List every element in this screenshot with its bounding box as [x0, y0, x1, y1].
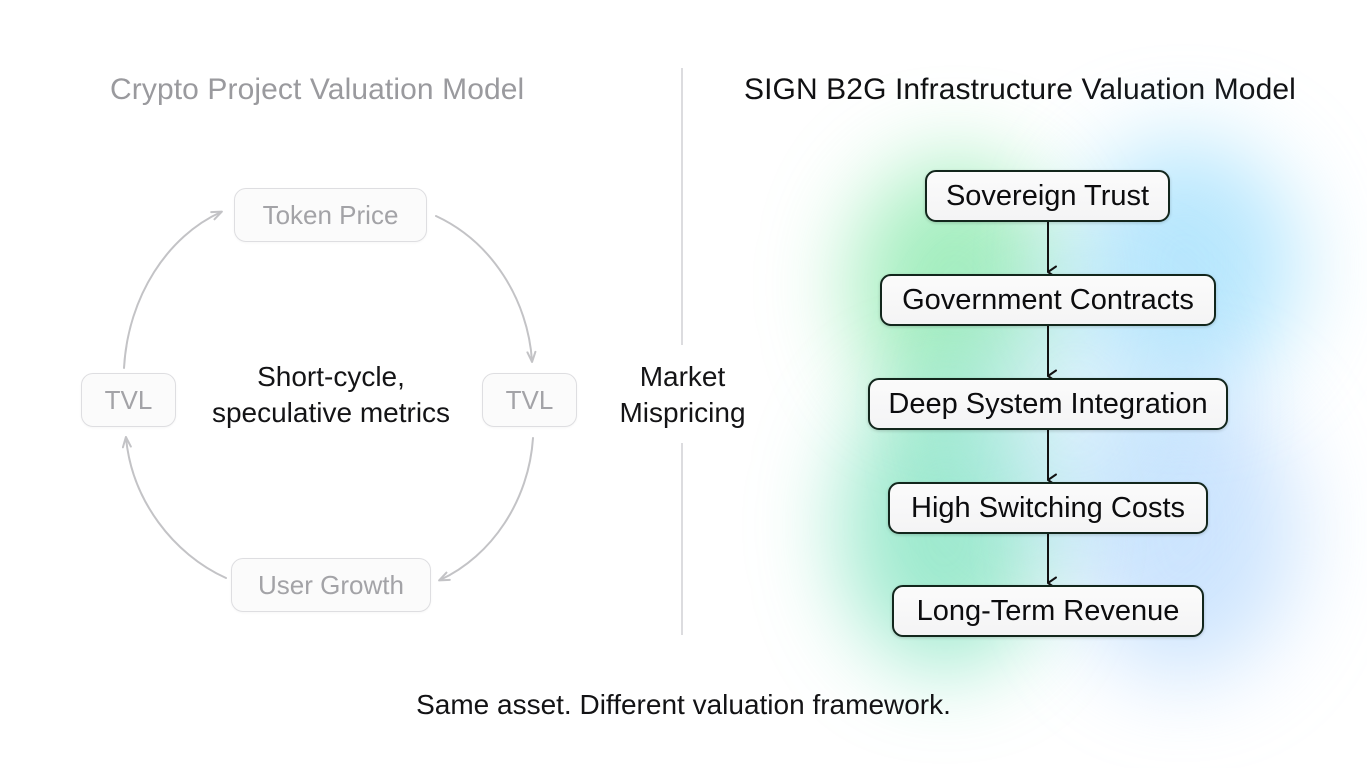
- flow-step-government-contracts[interactable]: Government Contracts: [880, 274, 1216, 326]
- flow-step-long-term-revenue[interactable]: Long-Term Revenue: [892, 585, 1204, 637]
- arrow-token-price-to-tvl-right: [435, 215, 537, 363]
- cycle-center-label: Short-cycle, speculative metrics: [191, 359, 471, 431]
- cycle-center-line-1: Short-cycle,: [257, 361, 405, 392]
- flow-step-sovereign-trust[interactable]: Sovereign Trust: [925, 170, 1170, 222]
- flow-step-high-switching-costs[interactable]: High Switching Costs: [888, 482, 1208, 534]
- market-mispricing-label: Market Mispricing: [590, 359, 775, 431]
- cycle-node-user-growth[interactable]: User Growth: [231, 558, 431, 612]
- cycle-node-tvl-left[interactable]: TVL: [81, 373, 176, 427]
- arrow-tvl-left-to-token-price: [123, 210, 223, 369]
- flowchart: Sovereign Trust Government Contracts Dee…: [840, 130, 1300, 680]
- right-panel-title: SIGN B2G Infrastructure Valuation Model: [744, 73, 1296, 106]
- market-mispricing-line-1: Market: [639, 361, 726, 392]
- panel-divider-bottom: [681, 443, 683, 635]
- cycle-node-token-price[interactable]: Token Price: [234, 188, 427, 242]
- arrow-tvl-right-to-user-growth: [438, 437, 534, 582]
- cycle-node-tvl-right[interactable]: TVL: [482, 373, 577, 427]
- arrow-user-growth-to-tvl-left: [121, 436, 227, 579]
- panel-divider-top: [681, 68, 683, 345]
- cycle-center-line-2: speculative metrics: [211, 397, 451, 428]
- market-mispricing-line-2: Mispricing: [619, 397, 746, 428]
- footer-caption: Same asset. Different valuation framewor…: [416, 689, 951, 720]
- flow-step-deep-system-integration[interactable]: Deep System Integration: [868, 378, 1228, 430]
- left-panel-title: Crypto Project Valuation Model: [110, 73, 525, 106]
